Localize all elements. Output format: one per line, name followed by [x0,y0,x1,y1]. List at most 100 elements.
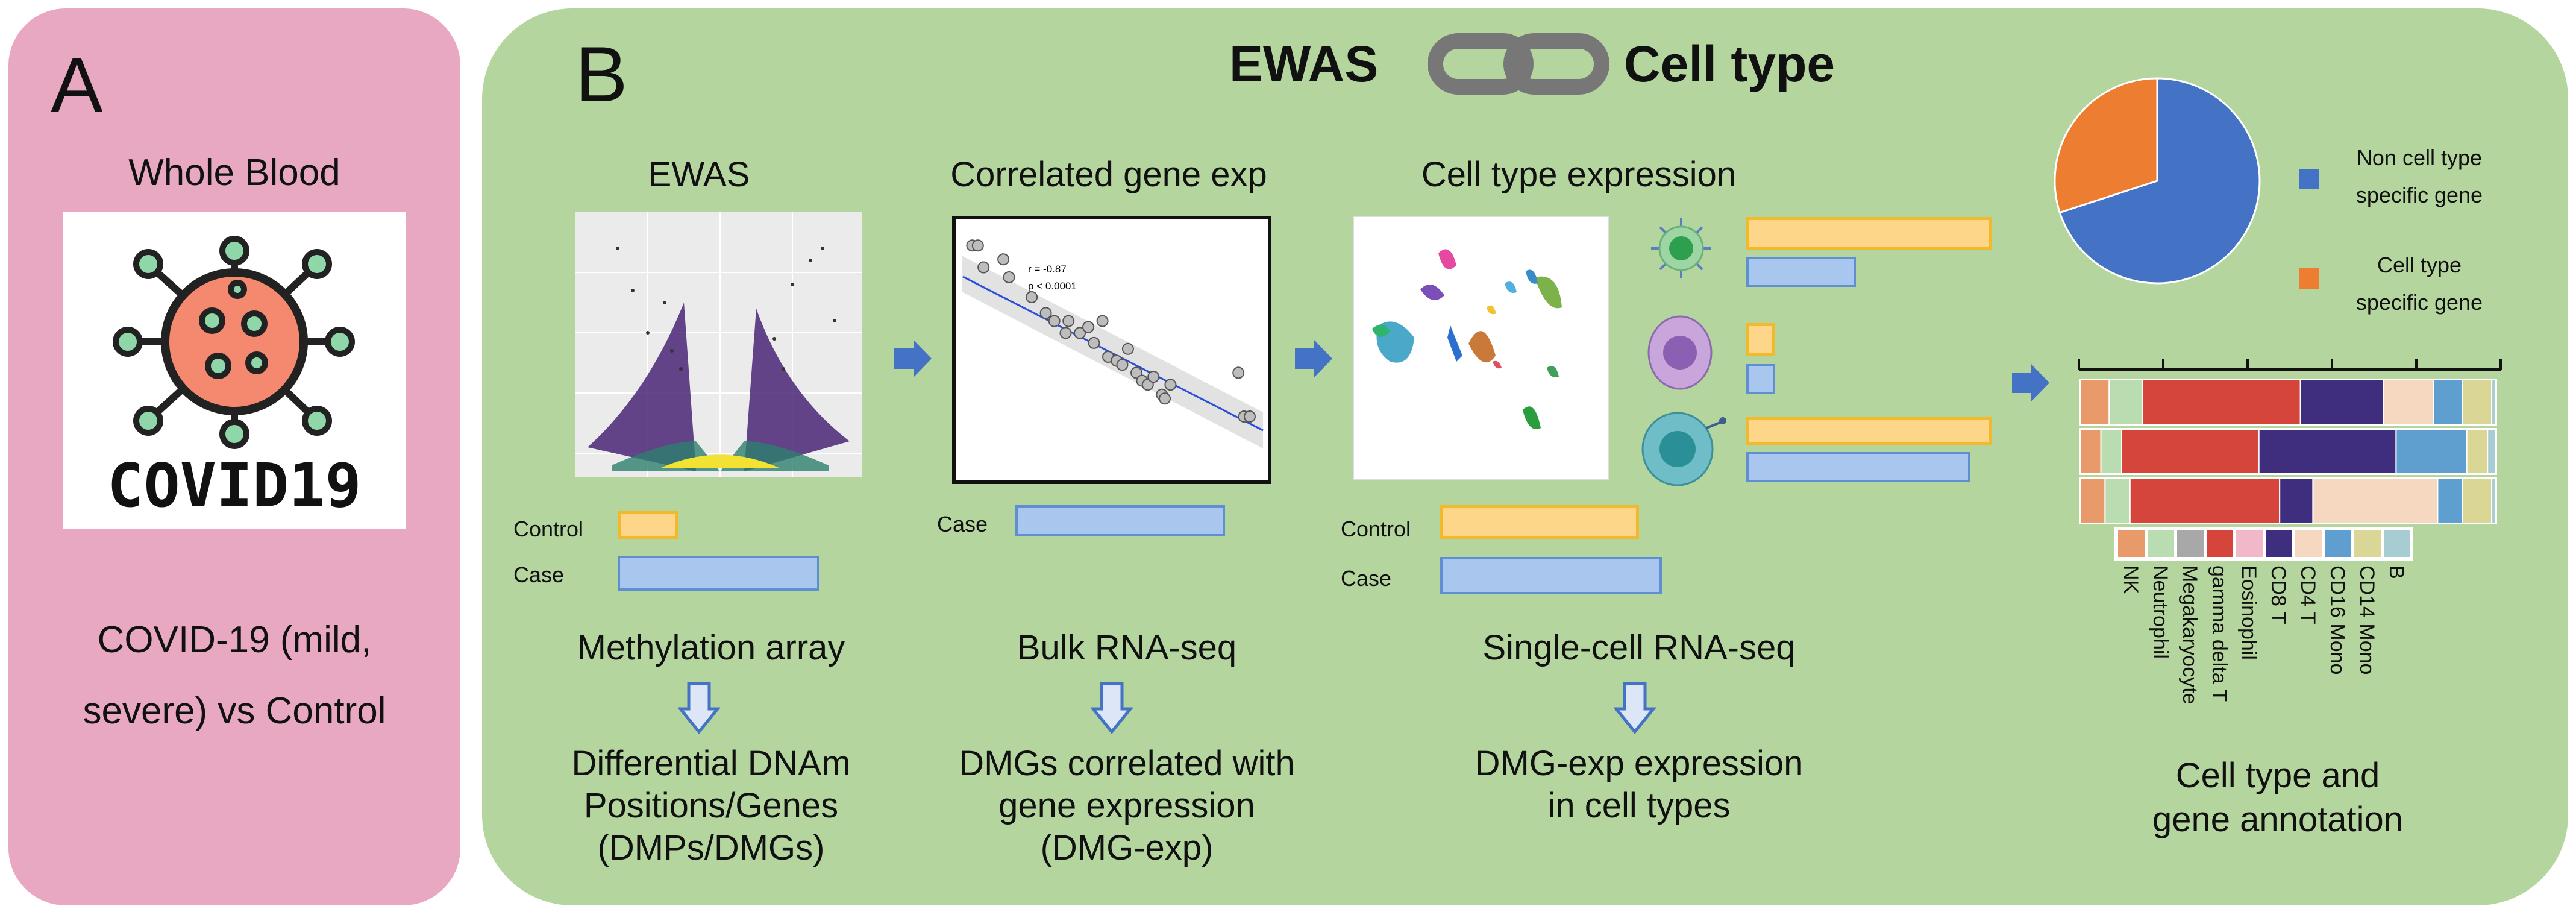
celltype-down-arrow [1614,682,1656,734]
bar-segment-neutrophil [2100,429,2122,474]
legend-chip-cd14-mono [2354,530,2381,557]
bar-segment-b [2491,478,2496,524]
scatter-point [977,261,990,274]
legend-chip-eosinophil [2236,530,2263,557]
pie-legend-2-line2: specific gene [2355,290,2483,315]
legend-chip-cd16-mono [2325,530,2351,557]
arrow-right-2 [1295,340,1332,377]
legend-label-cd14-mono: CD14 Mono [2355,565,2378,675]
scatter-point [1088,336,1100,349]
scatter-point [971,239,984,252]
bar-segment-cd14-mono [2466,429,2489,474]
corr-case-label: Case [937,512,988,536]
legend-label-b: B [2385,565,2408,579]
bar-segment-neutrophil [2104,478,2131,524]
scatter-point [1074,327,1086,339]
pie-chart [2054,77,2261,285]
legend-label-nk: NK [2119,565,2142,594]
legend-chip-megakaryocyte [2177,530,2204,557]
bar-segment-cd4-t [2383,379,2434,425]
ewas-control-label: Control [513,517,584,541]
pie-slice-1 [2058,77,2261,285]
cell1-case-bar [1746,257,1856,287]
corr-result-1: DMGs correlated with [959,744,1295,783]
bar-segment-cd8-t [2279,478,2314,524]
celltype-control-label: Control [1341,517,1411,541]
stacked-bar-chart [2078,359,2502,524]
bar-segment-neutrophil [2108,379,2143,425]
celltype-method: Single-cell RNA-seq [1482,628,1796,667]
pie-legend-swatch-2 [2299,268,2319,289]
celltype-result-2: in cell types [1547,786,1731,825]
legend-label-megakaryocyte: Megakaryocyte [2178,565,2201,705]
scatter-point [1232,366,1245,379]
bar-segment-gamma-delta-t [2121,429,2260,474]
ewas-title: EWAS [648,155,750,194]
celltype-case-bar [1440,557,1662,594]
scatter-point [997,253,1010,266]
annotation-result-1: Cell type and [2175,756,2380,795]
cell3-case-bar [1746,452,1970,482]
pie-legend-1-line2: specific gene [2355,183,2483,207]
legend-label-gamma-delta-t: gamma delta T [2208,565,2231,702]
monocyte-cell-icon [1641,412,1726,486]
bar-segment-gamma-delta-t [2142,379,2301,425]
scatter-point [1164,379,1177,391]
legend-chip-cd4-t [2295,530,2322,557]
bar-segment-cd14-mono [2462,478,2493,524]
cell3-control-bar [1746,417,1992,445]
celltype-control-bar [1440,505,1639,539]
pie-legend-swatch-1 [2299,169,2319,189]
covid-logo: COVID19 [63,212,406,529]
bar-segment-nk [2079,429,2102,474]
scatter-point [1062,315,1075,327]
bar-segment-cd8-t [2258,429,2397,474]
logo-text: COVID19 [107,450,361,521]
scatter-plot: r = -0.87 p < 0.0001 [952,216,1271,484]
corr-method: Bulk RNA-seq [1017,628,1237,667]
volcano-plot [575,212,862,477]
ewas-down-arrow [678,682,720,734]
bar-segment-cd8-t [2299,379,2384,425]
pie-legend-2-line1: Cell type [2377,253,2462,277]
arrow-right-1 [894,340,932,377]
bar-segment-b [2491,379,2496,425]
legend-chip-neutrophil [2148,530,2174,557]
bar-segment-cd16-mono [2395,429,2468,474]
scatter-point [1026,291,1038,303]
legend-label-cd8-t: CD8 T [2267,565,2290,624]
celltype-result-1: DMG-exp expression [1474,744,1804,783]
scatter-point [1116,359,1129,371]
panel-a-title: Whole Blood [128,152,340,193]
bar-segment-b [2487,429,2497,474]
corr-down-arrow [1091,682,1133,734]
bar-segment-nk [2079,478,2106,524]
bar-segment-cd14-mono [2462,379,2493,425]
scatter-point [1096,315,1109,327]
scatter-point [1147,371,1160,383]
annotation-result-2: gene annotation [2152,800,2404,839]
bar-segment-cd16-mono [2437,478,2463,524]
scatter-confidence-band [962,256,1263,448]
ewas-case-label: Case [513,562,565,587]
scatter-p-text: p < 0.0001 [1028,280,1077,292]
corr-result-3: (DMG-exp) [1040,828,1214,867]
corr-case-bar [1015,505,1225,536]
scatter-point [1048,315,1061,327]
bar-segment-cd4-t [2312,478,2439,524]
scatter-point [1244,410,1256,423]
legend-label-cd4-t: CD4 T [2296,565,2319,624]
cell2-control-bar [1746,323,1775,356]
corr-result-2: gene expression [998,786,1255,825]
legend-chip-nk [2118,530,2145,557]
scatter-point [1121,342,1134,355]
legend-chip-gamma-delta-t [2207,530,2233,557]
pie-legend-1-line1: Non cell type [2356,145,2483,170]
ewas-result-2: Positions/Genes [583,786,839,825]
bar-segment-nk [2079,379,2110,425]
chain-link-icon [1427,31,1609,101]
scatter-point [1159,392,1171,405]
ewas-case-bar [618,556,819,591]
legend-label-cd16-mono: CD16 Mono [2326,565,2349,675]
virus-icon: COVID19 [107,236,362,521]
